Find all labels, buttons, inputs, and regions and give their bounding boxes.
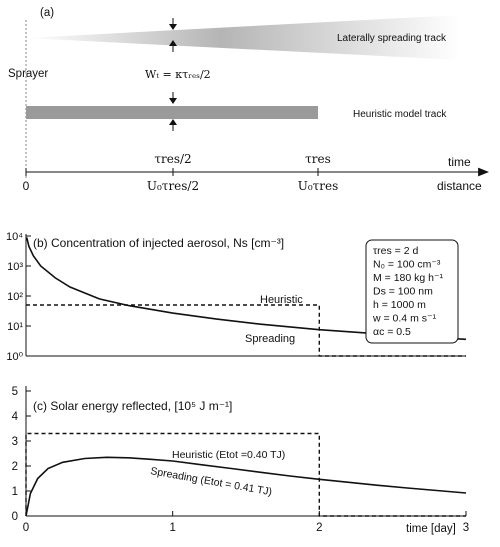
panel-c-y-ticks: 0 1 2 3 4 5: [12, 386, 31, 523]
parameter-box: τres = 2 d N₀ = 100 cm⁻³M = 180 kg h⁻¹ Ds …: [365, 239, 459, 344]
panel-c-xlabel: time [day]: [406, 523, 456, 535]
panel-b-title: (b) Concentration of injected aerosol, N…: [33, 236, 284, 250]
heuristic-width-arrows: [169, 92, 177, 131]
panel-b-ytick-label: 10¹: [7, 321, 23, 333]
panel-a-label: (a): [40, 7, 54, 19]
panel-b-y-ticks: 10⁰ 10¹ 10² 10³ 10⁴: [6, 231, 31, 363]
spreading-track-wedge: [26, 15, 460, 60]
panel-c-heuristic-line: [25, 432, 466, 517]
panel-b-series: [25, 237, 467, 357]
panel-c-xtick-label: 0: [23, 522, 29, 534]
parameter-line: αc = 0.5: [373, 326, 411, 338]
panel-c-xtick-label: 1: [169, 522, 175, 534]
panel-c-ytick-label: 3: [12, 436, 18, 448]
panel-c-spreading-line: [25, 456, 467, 517]
time-axis-label: time: [448, 155, 471, 169]
panel-c-xtick-label: 3: [463, 522, 469, 534]
parameter-line: Ds = 100 nm: [373, 286, 433, 298]
width-formula: Wₜ = κτᵣₑₛ/2: [145, 68, 211, 81]
spreading-width-arrows: [169, 18, 177, 52]
parameter-line: h = 1000 m: [373, 299, 426, 311]
panel-b-ytick-label: 10⁰: [6, 351, 23, 363]
panel-b: (b) Concentration of injected aerosol, N…: [6, 231, 467, 363]
panel-c-title: (c) Solar energy reflected, [10⁵ J m⁻¹]: [33, 399, 232, 413]
heuristic-track-label: Heuristic model track: [353, 109, 447, 120]
distance-tick-full: U₀τres: [298, 179, 339, 193]
parameter-line: M = 180 kg h⁻¹: [373, 272, 444, 284]
panel-c-ytick-label: 2: [12, 461, 18, 473]
spreading-track-label: Laterally spreading track: [337, 33, 447, 44]
panel-b-spreading-label: Spreading: [245, 333, 295, 345]
distance-tick-0: 0: [23, 179, 30, 193]
panel-c-series: [25, 432, 467, 517]
distance-axis-label: distance: [437, 179, 482, 193]
time-tick-full: τres: [305, 152, 331, 166]
panel-c-heuristic-label: Heuristic (Etot =0.40 TJ): [172, 449, 285, 461]
time-tick-half: τres/2: [154, 152, 191, 166]
panel-c-x-ticks: 0 1 2 3: [23, 511, 469, 534]
distance-tick-half: U₀τres/2: [147, 179, 199, 193]
panel-b-spreading-line: [25, 237, 467, 341]
panel-c-ytick-label: 4: [12, 411, 19, 423]
panel-c-xtick-label: 2: [316, 522, 322, 534]
panel-b-ytick-label: 10²: [7, 291, 23, 303]
panel-c-ytick-label: 0: [12, 511, 18, 523]
panel-b-ytick-label: 10⁴: [6, 231, 23, 243]
parameter-line: N₀ = 100 cm⁻³: [373, 259, 441, 271]
panel-c-spreading-label: Spreading (Etot = 0.41 TJ): [149, 465, 272, 498]
heuristic-track-bar: [26, 106, 318, 119]
panel-c: (c) Solar energy reflected, [10⁵ J m⁻¹] …: [12, 386, 469, 535]
panel-c-ytick-label: 1: [12, 486, 18, 498]
parameter-line: τres = 2 d: [373, 245, 418, 257]
panel-b-ytick-label: 10³: [7, 261, 23, 273]
panel-c-ytick-label: 5: [12, 386, 18, 398]
parameter-line: w = 0.4 m s⁻¹: [372, 313, 437, 325]
source-label: Sprayer: [8, 68, 48, 80]
panel-a: (a) Laterally spreading track Sprayer Wₜ…: [8, 7, 490, 193]
panel-b-heuristic-label: Heuristic: [260, 294, 303, 306]
